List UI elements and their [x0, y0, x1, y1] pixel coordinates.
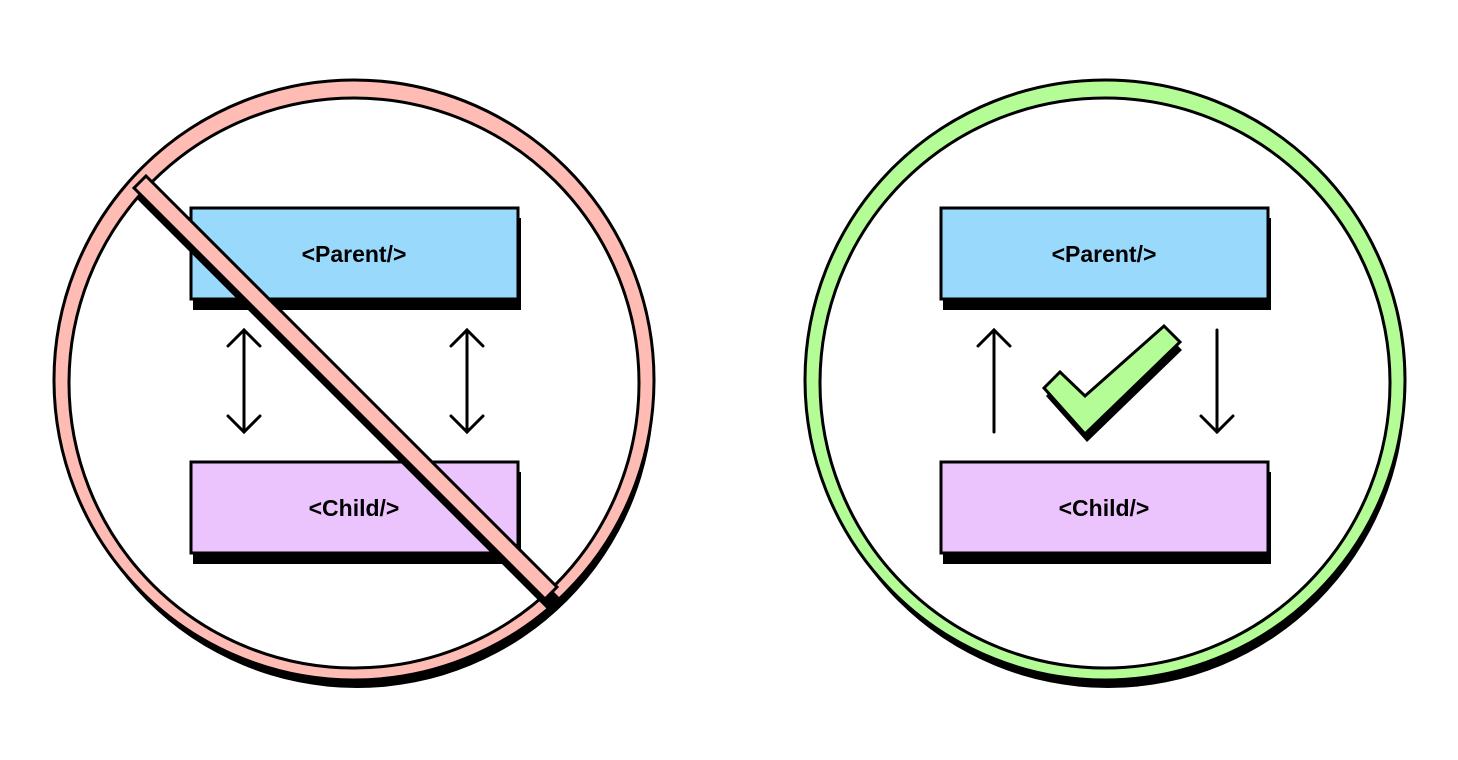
- wrong-parent-label: <Parent/>: [302, 241, 407, 267]
- no-entry-slash-icon: [131, 173, 560, 609]
- right-parent-box: [939, 206, 1270, 301]
- right-child-label: <Child/>: [1059, 495, 1150, 521]
- up-arrow-icon: [976, 327, 1012, 434]
- wrong-arrow-left: [226, 327, 262, 435]
- checkmark-icon: [1041, 323, 1183, 442]
- wrong-panel: <Parent/> <Child/>: [52, 78, 656, 688]
- right-parent-label: <Parent/>: [1052, 241, 1157, 267]
- right-child-box: [939, 460, 1270, 555]
- wrong-child-label: <Child/>: [309, 495, 400, 521]
- right-panel: <Parent/> <Child/>: [803, 78, 1407, 688]
- down-arrow-icon: [1199, 328, 1235, 435]
- wrong-arrow-right: [449, 327, 485, 435]
